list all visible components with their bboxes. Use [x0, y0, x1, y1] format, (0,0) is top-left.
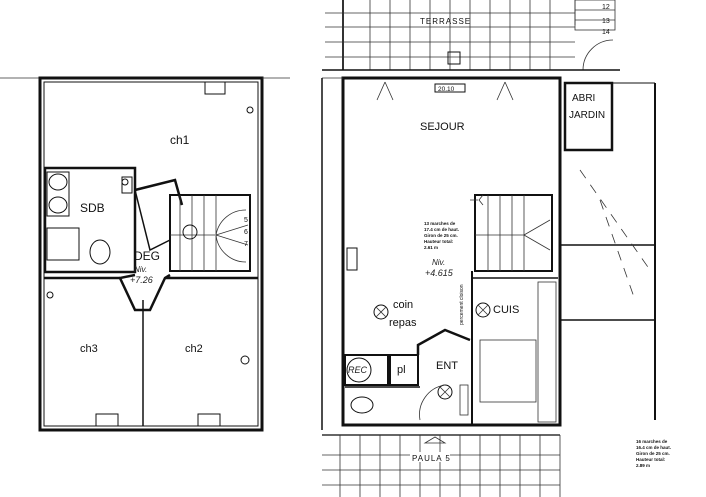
svg-text:Hauteur total:: Hauteur total: — [424, 239, 454, 244]
level-label: Niv. — [134, 265, 147, 274]
svg-text:17.4 cm de haut.: 17.4 cm de haut. — [424, 227, 459, 232]
room-label-ch1: ch1 — [170, 133, 190, 147]
room-label-jardin: JARDIN — [569, 110, 605, 121]
stair-note: 13 marches de 17.4 cm de haut. Giron de … — [424, 221, 459, 250]
ceiling-light-icon — [475, 302, 491, 318]
level-value: +4.615 — [425, 268, 454, 278]
room-label-ch3: ch3 — [80, 343, 98, 355]
room-label-abri: ABRI — [572, 93, 595, 104]
svg-text:2.61 m: 2.61 m — [424, 245, 438, 250]
upper-floor-plan: 5 6 7 ch1 SDB DEG Niv. +7.26 ch3 ch2 — [0, 76, 290, 432]
light-icon — [182, 224, 198, 240]
abri-jardin — [563, 81, 614, 152]
toilet-icon — [89, 239, 111, 265]
room-label-pl: pl — [397, 364, 406, 376]
room-label-rec: REC — [348, 365, 368, 375]
stair-number: 13 — [602, 18, 610, 25]
svg-text:Giron de 25 cm.: Giron de 25 cm. — [636, 451, 670, 456]
room-label-ch2: ch2 — [185, 343, 203, 355]
room-label-cuis: CUIS — [493, 304, 519, 316]
room-label-repas: repas — [389, 317, 417, 329]
svg-text:16.4 cm de haut.: 16.4 cm de haut. — [636, 445, 671, 450]
upper-outer-wall — [38, 76, 264, 432]
toilet-icon — [350, 396, 374, 414]
svg-text:2.89 m: 2.89 m — [636, 463, 650, 468]
level-label: Niv. — [432, 258, 445, 267]
room-label-coin: coin — [393, 299, 413, 311]
outside-stair-note: 16 marches de 16.4 cm de haut. Giron de … — [636, 439, 671, 468]
room-label-ent: ENT — [436, 360, 458, 372]
stair-number: 12 — [602, 4, 610, 11]
shower-icon — [46, 227, 80, 261]
svg-text:16 marches de: 16 marches de — [636, 439, 668, 444]
stair-ground — [474, 194, 553, 272]
sdb-walls — [43, 166, 137, 274]
level-value: +7.26 — [130, 275, 153, 285]
room-label-sejour: SEJOUR — [420, 121, 465, 133]
svg-text:13 marches de: 13 marches de — [424, 221, 456, 226]
street-label: PAULA 5 — [412, 454, 451, 463]
window — [197, 413, 221, 427]
terrasse-grid — [325, 0, 616, 71]
stair-number: 7 — [244, 241, 248, 248]
stair-number: 14 — [602, 29, 610, 36]
stair-number: 6 — [244, 229, 248, 236]
room-label-terrasse: TERRASSE — [420, 17, 471, 26]
stair-upper — [169, 194, 251, 272]
ceiling-light-icon — [373, 304, 389, 320]
room-label-sdb: SDB — [80, 201, 105, 215]
stair-number: 5 — [244, 217, 248, 224]
svg-text:Hauteur total:: Hauteur total: — [636, 457, 666, 462]
svg-text:Giron de 25 cm.: Giron de 25 cm. — [424, 233, 458, 238]
chimney-label: percement cloison — [459, 284, 465, 325]
window — [204, 81, 226, 95]
window-dimension: 20.10 — [438, 86, 455, 93]
room-label-deg: DEG — [134, 249, 160, 263]
ground-floor-plan: 12 13 14 TERRASSE 20.10 ABRI JARDIN 1 — [321, 0, 671, 497]
street-grid — [322, 434, 561, 497]
ground-outer-wall — [341, 76, 562, 427]
window — [95, 413, 119, 427]
